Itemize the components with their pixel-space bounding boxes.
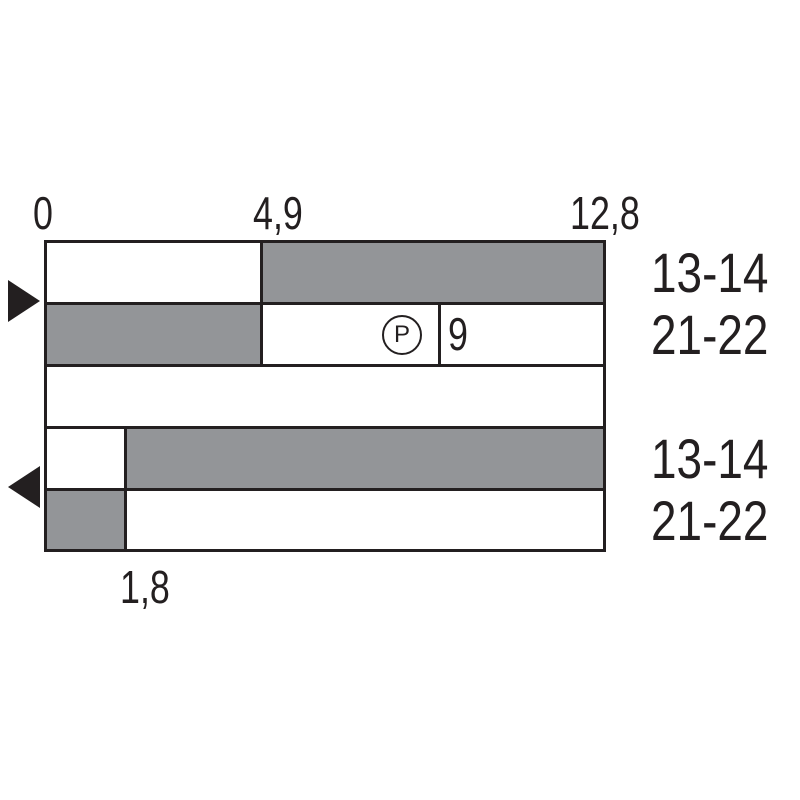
scale-label-4-9: 4,9 bbox=[253, 187, 303, 239]
switch-point-line bbox=[260, 305, 263, 367]
switch-point-line bbox=[124, 491, 127, 549]
scale-label-0: 0 bbox=[33, 187, 53, 239]
divider bbox=[47, 364, 603, 367]
closed-segment bbox=[262, 243, 603, 305]
divider bbox=[47, 488, 603, 491]
contact-label-forward-21-22: 21-22 bbox=[651, 303, 769, 366]
reverse-contact-21-22 bbox=[47, 491, 603, 549]
closed-segment bbox=[126, 429, 603, 491]
positive-opening-line bbox=[438, 305, 441, 367]
forward-direction-icon bbox=[8, 280, 40, 322]
contact-label-forward-13-14: 13-14 bbox=[651, 241, 769, 304]
contact-label-reverse-21-22: 21-22 bbox=[651, 489, 769, 552]
divider bbox=[47, 302, 603, 305]
switch-point-line bbox=[124, 429, 127, 491]
scale-label-1-8: 1,8 bbox=[120, 561, 170, 613]
reverse-contact-13-14 bbox=[47, 429, 603, 491]
positive-opening-icon: P bbox=[382, 315, 422, 355]
divider bbox=[47, 426, 603, 429]
positive-opening-value: 9 bbox=[448, 308, 468, 360]
scale-label-12-8: 12,8 bbox=[570, 187, 640, 239]
reverse-direction-icon bbox=[8, 466, 40, 508]
forward-contact-13-14 bbox=[47, 243, 603, 305]
closed-segment bbox=[47, 305, 260, 367]
contact-label-reverse-13-14: 13-14 bbox=[651, 427, 769, 490]
switch-point-line bbox=[260, 243, 263, 305]
forward-contact-21-22: P 9 bbox=[47, 305, 603, 367]
switching-diagram: P 9 bbox=[44, 240, 606, 552]
closed-segment bbox=[47, 491, 124, 549]
